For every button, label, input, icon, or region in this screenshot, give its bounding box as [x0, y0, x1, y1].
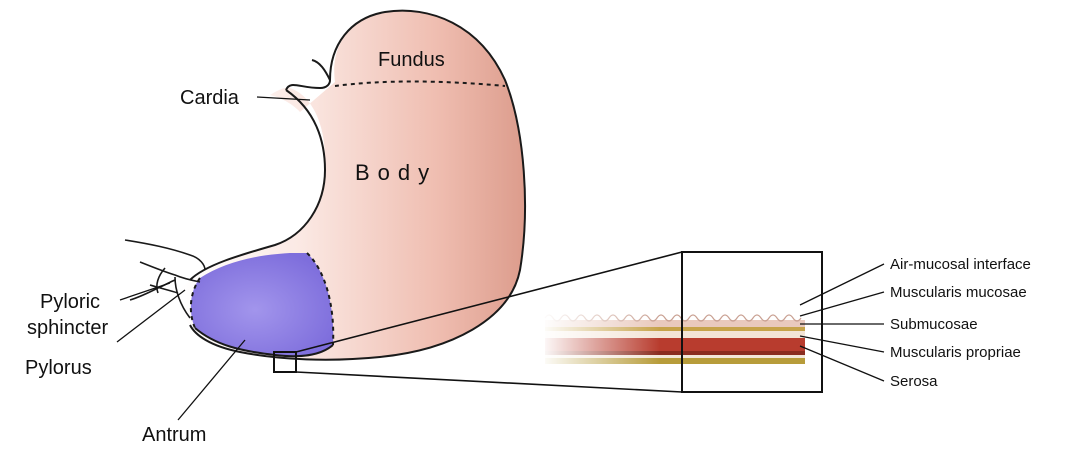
layer-label: Air-mucosal interface	[890, 256, 1031, 273]
label-fundus: Fundus	[378, 49, 445, 71]
layer-label: Submucosae	[890, 316, 978, 333]
label-pyloric-sphincter-1: Pyloric	[40, 291, 100, 313]
label-pylorus: Pylorus	[25, 357, 92, 379]
layer-label: Serosa	[890, 373, 938, 390]
tissue-layers	[540, 305, 805, 370]
label-body: Body	[355, 160, 437, 185]
magnify-line-bottom	[296, 372, 682, 392]
label-cardia: Cardia	[180, 87, 240, 109]
layer-label: Muscularis mucosae	[890, 284, 1027, 301]
label-pyloric-sphincter-2: sphincter	[27, 317, 108, 339]
label-antrum: Antrum	[142, 424, 206, 446]
layer-label: Muscularis propriae	[890, 344, 1021, 361]
